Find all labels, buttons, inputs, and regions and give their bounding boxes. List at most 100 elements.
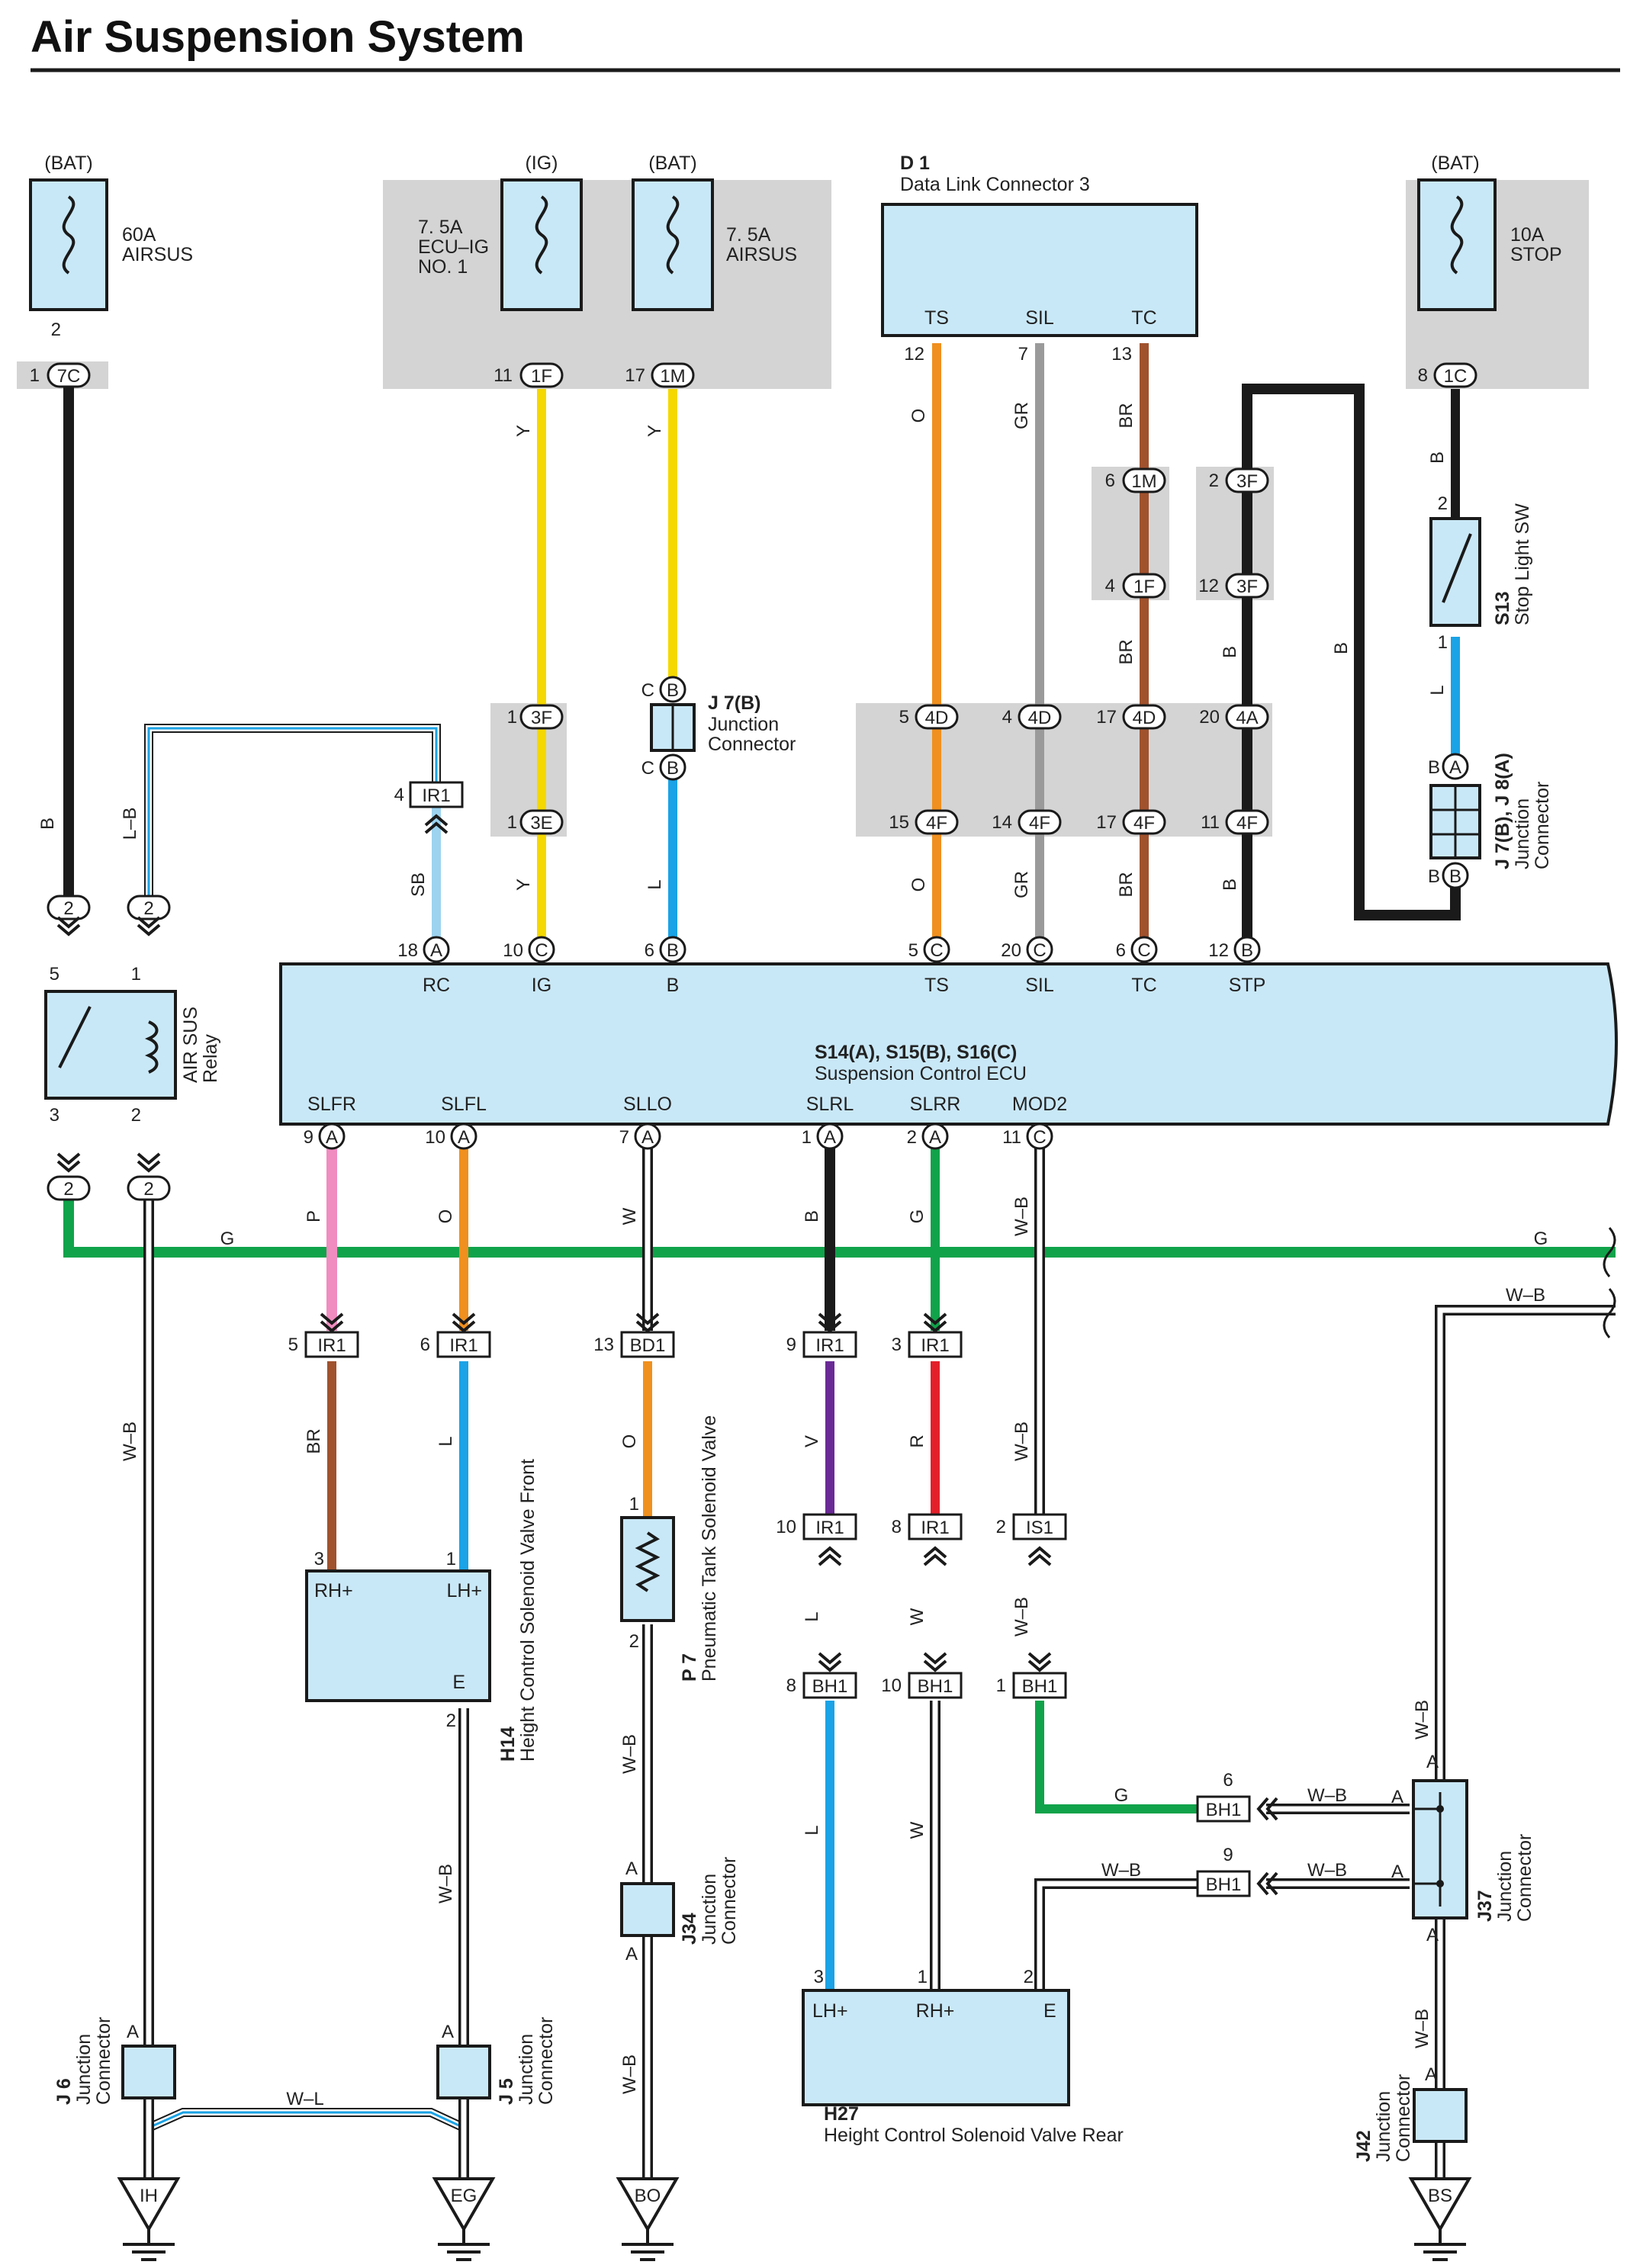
wire-g-bus bbox=[63, 1188, 1616, 1258]
ecu-top-pin-4: SIL bbox=[1025, 975, 1054, 996]
ecu-top-conn-3 bbox=[923, 936, 950, 963]
conn-7c-pin1: 1 bbox=[30, 365, 40, 386]
wire-label-y-ig-2: Y bbox=[513, 879, 534, 891]
ecu-top-pin-2: B bbox=[667, 975, 680, 996]
fuse-60a-airsus bbox=[29, 178, 108, 311]
relay-conn-1 bbox=[127, 895, 171, 920]
ecu-bot-conn-4-label: A bbox=[929, 1127, 941, 1148]
conn-1f-ig-label: 1F bbox=[531, 366, 552, 387]
chev-rear-up-0-2 bbox=[818, 1546, 842, 1559]
chev-bh1-6 bbox=[1256, 1797, 1269, 1821]
wire-label-wb-j37-9: W–B bbox=[1307, 1860, 1347, 1881]
ground-bs-label: BS bbox=[1428, 2186, 1452, 2206]
h27-id: H27 bbox=[824, 2103, 859, 2125]
ground-ih-label: IH bbox=[140, 2186, 158, 2206]
conn-1f-pin11: 11 bbox=[494, 365, 513, 386]
j42-junction bbox=[1413, 2088, 1468, 2143]
d1-id: D 1 bbox=[900, 153, 930, 174]
ecu-bot-conn-1 bbox=[450, 1123, 477, 1150]
conn-ir1-rc-label: IR1 bbox=[422, 785, 450, 806]
ecu-top-pinno-0: 18 bbox=[397, 940, 418, 961]
conn-bh1-j37-9 bbox=[1196, 1870, 1251, 1897]
wire-label-p-slfr: P bbox=[304, 1210, 324, 1222]
conn-bh1-pin-0: 8 bbox=[786, 1675, 796, 1696]
conn-rear-a-0 bbox=[802, 1513, 857, 1540]
chev-mid-1-2 bbox=[452, 1320, 476, 1333]
j42-name1: Junction bbox=[1373, 2091, 1394, 2162]
chev-rear-up-1 bbox=[923, 1553, 947, 1566]
j34-junction bbox=[620, 1882, 675, 1937]
wire-label-o-sllo: O bbox=[619, 1434, 640, 1449]
break-g bbox=[1603, 1227, 1616, 1277]
j6-name1: Junction bbox=[73, 2034, 95, 2105]
wire-label-l-j7b: L bbox=[645, 879, 665, 889]
chev-relay-b bbox=[137, 916, 161, 929]
relay-pin2: 2 bbox=[131, 1105, 141, 1126]
conn-mid-0-label: IR1 bbox=[317, 1335, 346, 1356]
h14-name: Height Control Solenoid Valve Front bbox=[517, 1459, 539, 1762]
j5-id: J 5 bbox=[496, 2078, 517, 2105]
conn-bh1-0 bbox=[802, 1672, 857, 1699]
ground-bs bbox=[1408, 2177, 1472, 2233]
conn-mid-pin-3: 9 bbox=[786, 1335, 796, 1355]
relay-conn-2 bbox=[127, 1175, 171, 1201]
conn-7c bbox=[47, 362, 91, 388]
j7b-id: J 7(B) bbox=[708, 692, 760, 714]
bat-mid-label: (BAT) bbox=[648, 153, 696, 174]
wire-label-o-slfl: O bbox=[436, 1209, 456, 1224]
relay-pin3: 3 bbox=[50, 1105, 59, 1126]
j37-pin-a-1: A bbox=[1391, 1787, 1403, 1807]
d1-data-link-connector bbox=[881, 203, 1198, 337]
conn-bh1-j37-pin9: 9 bbox=[1223, 1845, 1233, 1865]
conn-1m-bat-label: 1M bbox=[660, 366, 685, 387]
wire-lb bbox=[147, 727, 438, 908]
p7-pin2: 2 bbox=[629, 1631, 639, 1652]
ecu-bot-pin-0: SLFR bbox=[307, 1094, 356, 1115]
conn-ir1-rc-pin4: 4 bbox=[394, 785, 404, 805]
conn-rear-a-pin-1: 8 bbox=[892, 1517, 902, 1537]
d1-name: Data Link Connector 3 bbox=[900, 174, 1090, 195]
j34-pin-a-top: A bbox=[625, 1858, 638, 1879]
conn-mid-3 bbox=[802, 1331, 857, 1358]
conn-1f-tc-label: 1F bbox=[1133, 577, 1155, 597]
h27-pin-rh: RH+ bbox=[916, 2000, 955, 2022]
j42-pin-a: A bbox=[1425, 2064, 1437, 2085]
conn-bh1-j37-6 bbox=[1196, 1795, 1251, 1823]
h27-pin2: 2 bbox=[1024, 1967, 1034, 1987]
conn-mid-4-label: IR1 bbox=[921, 1335, 949, 1356]
page-title: Air Suspension System bbox=[31, 12, 525, 62]
relay-switch bbox=[58, 1006, 92, 1068]
d1-pin7: 7 bbox=[1018, 344, 1028, 365]
j5-name2: Connector bbox=[535, 2017, 557, 2105]
conn-bh1-j37-6-label: BH1 bbox=[1206, 1800, 1242, 1820]
wire-label-g-bus-2: G bbox=[1534, 1229, 1548, 1249]
wire-label-br-tc: BR bbox=[1116, 403, 1137, 428]
chev-relay-d-2 bbox=[137, 1160, 161, 1173]
bat-right-label: (BAT) bbox=[1431, 153, 1479, 174]
j34-name1: Junction bbox=[699, 1874, 720, 1945]
chev-mid-1 bbox=[452, 1312, 476, 1325]
ground-eg bbox=[432, 2177, 496, 2233]
j7b-top-c: C bbox=[641, 680, 654, 701]
j7b-name1: Junction bbox=[708, 714, 779, 735]
conn-top-3-label: 4A bbox=[1236, 708, 1258, 728]
j34-id: J34 bbox=[679, 1913, 700, 1945]
conn-rear-a-1-label: IR1 bbox=[921, 1518, 949, 1538]
ecu-name: Suspension Control ECU bbox=[815, 1063, 1027, 1084]
j7b-bot-b-label: B bbox=[667, 758, 679, 779]
conn-4f-1-label: 4F bbox=[1029, 813, 1050, 834]
ecu-top-conn-4 bbox=[1026, 936, 1053, 963]
wire-label-wb-h27: W–B bbox=[1101, 1860, 1141, 1881]
s13-name: Stop Light SW bbox=[1512, 503, 1533, 625]
conn-7c-label: 7C bbox=[57, 366, 81, 387]
h27-pin-e: E bbox=[1043, 2000, 1056, 2022]
ecu-bot-conn-3 bbox=[816, 1123, 844, 1150]
wire-label-wl: W–L bbox=[286, 2089, 323, 2109]
chev-mid-3 bbox=[818, 1312, 842, 1325]
chev-relay-a bbox=[56, 916, 81, 929]
wire-label-wb-mod2: W–B bbox=[1011, 1197, 1032, 1236]
wire-lb-gap bbox=[146, 725, 439, 908]
wire-label-wb-mod2-2: W–B bbox=[1011, 1422, 1032, 1461]
conn-rear-a-2 bbox=[1012, 1513, 1067, 1540]
chev-rear-down-0-2 bbox=[818, 1659, 842, 1672]
